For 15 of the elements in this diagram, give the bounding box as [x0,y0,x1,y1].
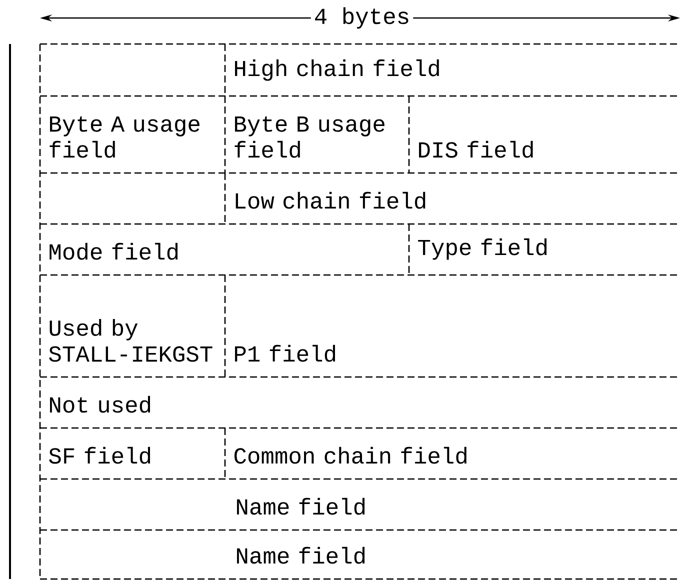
field-label: High chain field [235,59,439,81]
field-label: P1 field [235,344,336,362]
field-label: Byte B usage field [234,116,384,158]
field-label: SF field [49,446,150,464]
field-label: Used by STALL-IEKGST [49,319,212,362]
field-label: Not used [50,396,150,413]
field-label: Byte A usage field [50,116,200,158]
field-label: Type field [418,238,547,260]
field-label: DIS field [419,140,533,158]
field-label: Mode field [50,242,178,260]
dimension-label: 4 bytes [310,4,414,32]
field-label: Name field [237,498,365,515]
field-label: Name field [237,546,365,564]
field-label: Low chain field [236,192,426,209]
field-label: Common chain field [234,446,466,464]
